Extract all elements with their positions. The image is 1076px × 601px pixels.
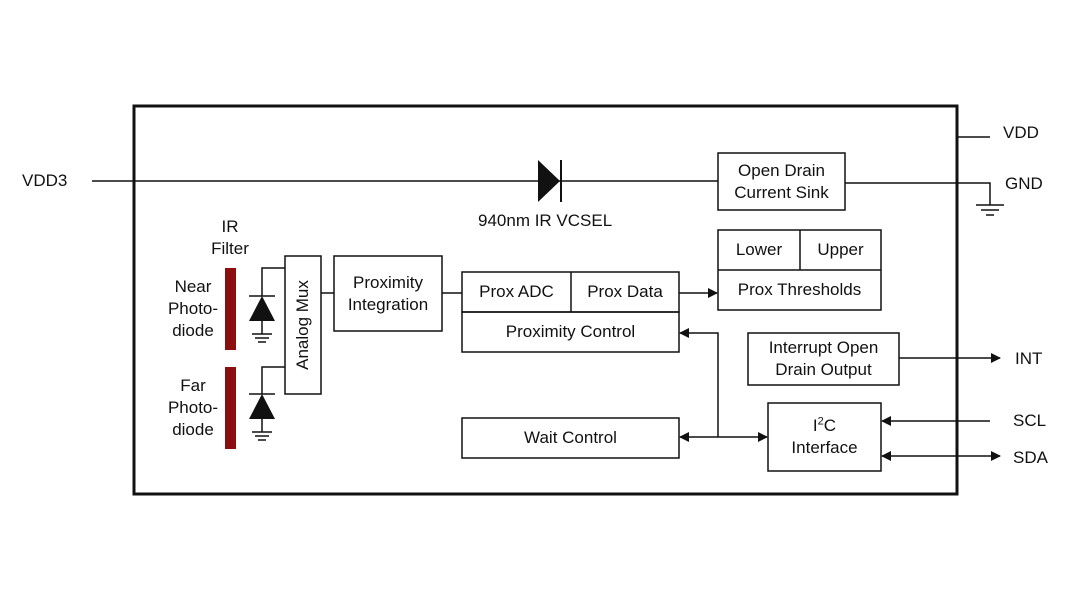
lower-label: Lower [735,240,783,259]
pin-label-scl: SCL [1013,411,1047,430]
interrupt-box [747,332,900,386]
pin-label-vdd: VDD [1003,123,1039,142]
far-photodiode-icon [249,366,285,441]
near-photodiode-icon [249,267,285,343]
ground-icon [976,204,1004,216]
i2c-box [767,402,882,472]
pin-label-int: INT [1015,349,1043,368]
ir-filter-far [225,367,236,449]
interrupt-label: Interrupt Open Drain Output [768,338,879,379]
vcsel-label: 940nm IR VCSEL [478,211,613,230]
proximity-integration-label: Proximity Integration [347,272,429,314]
prox-thresholds-label: Prox Thresholds [737,280,862,299]
prox-adc-label: Prox ADC [479,282,554,301]
pin-label-gnd: GND [1005,174,1043,193]
prox-data-label: Prox Data [587,282,663,301]
pin-label-sda: SDA [1013,448,1048,467]
open-drain-label: Open Drain Current Sink [734,160,829,202]
wait-control-label: Wait Control [524,428,617,447]
far-photodiode-label: Far Photo- diode [167,376,219,439]
ir-filter-label: IR Filter [211,217,249,258]
pin-label-vdd3: VDD3 [22,171,68,190]
vcsel-diode-icon [538,160,562,202]
upper-label: Upper [817,240,864,259]
open-drain-box [717,152,846,211]
analog-mux-label: Analog Mux [293,280,312,370]
chip-outline [132,104,959,496]
proximity-control-label: Proximity Control [505,322,636,341]
i2c-interface-label: I2C Interface [791,415,858,457]
analog-mux-box [284,255,322,395]
ir-filter-near [225,268,236,350]
bus-to-proximity-control-arrow [679,328,719,437]
gnd-wire [845,182,991,205]
near-photodiode-label: Near Photo- diode [167,277,219,340]
